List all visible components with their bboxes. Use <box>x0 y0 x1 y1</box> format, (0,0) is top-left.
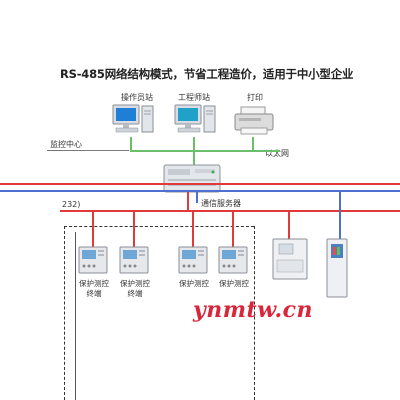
dashed-border <box>64 226 65 400</box>
terminal-label-line2: 终端 <box>86 289 102 298</box>
terminal-label-line1: 保护测控 <box>179 279 209 288</box>
watermark: ynmtw.cn <box>193 297 313 323</box>
red-bus-line <box>0 183 400 185</box>
terminal-icon <box>178 246 208 274</box>
terminal-drop <box>232 212 234 248</box>
bus-232-label: 232) <box>62 200 81 209</box>
ethernet-drop <box>252 137 254 151</box>
meter-icon <box>272 238 308 280</box>
computer-icon <box>174 104 216 133</box>
engineer-station-label: 工程师站 <box>178 93 210 102</box>
terminal-icon <box>218 246 248 274</box>
terminal-label-line2: 终端 <box>127 289 143 298</box>
diagram-title: RS-485网络结构模式，节省工程造价，适用于中小型企业 <box>60 67 354 81</box>
ethernet-line <box>130 150 280 152</box>
terminal-label: 保护测控 终端 <box>74 279 114 299</box>
monitor-center-label: 监控中心 <box>50 140 82 149</box>
ethernet-drop <box>193 137 195 165</box>
server-red-link <box>187 192 189 211</box>
comm-server-label: 通信服务器 <box>201 199 241 208</box>
terminal-label-line1: 保护测控 <box>219 279 249 288</box>
ethernet-drop <box>130 137 132 151</box>
terminal-label: 保护测控 <box>214 279 254 289</box>
meter-icon <box>326 238 348 298</box>
computer-icon <box>112 104 154 133</box>
terminal-label-line1: 保护测控 <box>120 279 150 288</box>
ethernet-label: 以太网 <box>265 149 289 158</box>
bus-vertical <box>75 232 76 400</box>
terminal-icon <box>119 246 149 274</box>
terminal-label: 保护测控 终端 <box>115 279 155 299</box>
terminal-drop <box>133 212 135 248</box>
right-blue-drop <box>339 190 341 240</box>
monitor-center-line <box>47 150 129 151</box>
terminal-drop <box>192 212 194 248</box>
right-red-drop <box>288 210 290 240</box>
operator-station-label: 操作员站 <box>121 93 153 102</box>
terminal-label-line1: 保护测控 <box>79 279 109 288</box>
terminal-label: 保护测控 <box>174 279 214 289</box>
server-icon <box>163 164 221 193</box>
blue-bus-line <box>0 190 400 192</box>
printer-icon <box>234 106 274 135</box>
terminal-drop <box>92 212 94 248</box>
terminal-icon <box>78 246 108 274</box>
printer-label: 打印 <box>247 93 263 102</box>
dashed-border <box>64 226 254 227</box>
server-blue-link <box>196 192 198 203</box>
dashed-border <box>254 226 255 400</box>
red-bus-line <box>60 210 400 212</box>
